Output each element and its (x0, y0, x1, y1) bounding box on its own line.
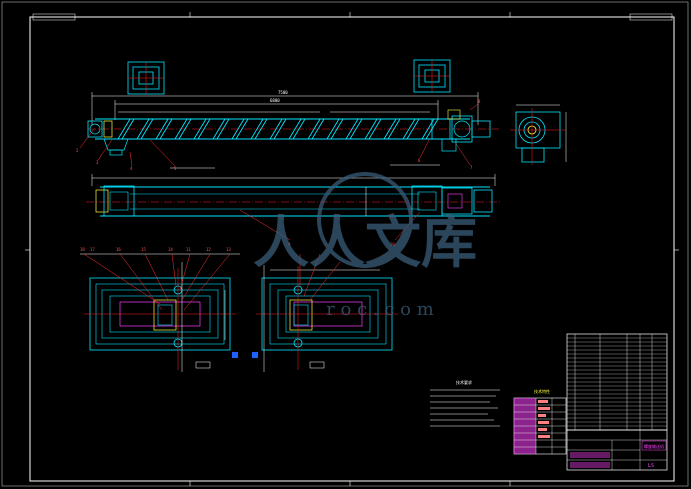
parts-list (566, 333, 668, 431)
technical-notes: 技术要求 (430, 379, 500, 427)
screw-flight (212, 118, 230, 140)
top-left-label-box (32, 13, 76, 21)
screw-flight (155, 118, 173, 140)
inner-frame (29, 16, 675, 482)
dim-overall: 7500 (278, 90, 288, 95)
svg-text:人人文库: 人人文库 (253, 210, 477, 276)
screw-flight (269, 118, 287, 140)
screw-flight (231, 118, 249, 140)
section-view-right (256, 265, 398, 372)
leaders-bottom-right (299, 253, 341, 301)
svg-text:LS: LS (648, 463, 654, 469)
svg-text:10: 10 (390, 242, 395, 247)
dimension-lines-top (91, 92, 479, 125)
end-section-view (510, 104, 567, 165)
svg-text:12: 12 (206, 247, 211, 252)
svg-text:18: 18 (80, 247, 85, 252)
svg-text:3: 3 (96, 160, 99, 165)
svg-text:14: 14 (168, 247, 173, 252)
svg-text:6: 6 (418, 158, 421, 163)
screw-flight (174, 118, 192, 140)
screw-conveyor-elevation (87, 109, 500, 156)
svg-text:9: 9 (288, 242, 291, 247)
leaders-bottom-left (83, 253, 231, 311)
svg-text:17: 17 (90, 247, 95, 252)
svg-text:11: 11 (186, 247, 191, 252)
screw-flight (402, 118, 420, 140)
datum-box-right (309, 361, 325, 369)
screw-flight (345, 118, 363, 140)
inlet-detail-right (413, 59, 451, 93)
watermark: 人人文库 r o c . c o m (253, 172, 477, 320)
screw-flight (193, 118, 211, 140)
svg-text:2: 2 (76, 148, 79, 153)
datum-box-left (195, 361, 211, 369)
plan-view (86, 174, 500, 217)
screw-flight (326, 118, 344, 140)
title-block: 螺旋输送机 LS (566, 429, 668, 471)
screw-flight (383, 118, 401, 140)
svg-text:15: 15 (141, 247, 146, 252)
screw-flight (136, 118, 154, 140)
screw-flight (117, 118, 135, 140)
top-right-label-box (629, 13, 673, 21)
datum-marker-left (232, 352, 238, 358)
datum-marker-mid (252, 352, 258, 358)
svg-text:13: 13 (226, 247, 231, 252)
technical-characteristics-table: 技术特性 (513, 388, 567, 455)
screw-flight (364, 118, 382, 140)
leader-lines-plan (239, 209, 421, 241)
callouts-plan: 9 10 (288, 242, 395, 247)
leader-lines-top (79, 103, 479, 167)
screw-flight (288, 118, 306, 140)
screw-flight (250, 118, 268, 140)
dim-inner: 6800 (270, 98, 280, 103)
frame-ticks (25, 12, 679, 486)
svg-text:16: 16 (116, 247, 121, 252)
svg-text:5: 5 (174, 166, 177, 171)
svg-text:r o c . c o m: r o c . c o m (326, 299, 434, 320)
screw-flight (307, 118, 325, 140)
svg-text:7: 7 (470, 165, 473, 170)
svg-text:8: 8 (478, 99, 481, 104)
svg-text:螺旋输送机: 螺旋输送机 (644, 443, 664, 449)
section-view-left (80, 253, 240, 372)
callouts-top: 2 3 4 5 6 7 8 (76, 99, 481, 171)
callouts-bottom-left: 18 17 16 15 14 11 12 13 (80, 247, 231, 252)
svg-text:4: 4 (130, 166, 133, 171)
inlet-detail-left (127, 61, 165, 95)
svg-text:技术要求: 技术要求 (456, 379, 472, 385)
svg-text:技术特性: 技术特性 (534, 388, 550, 394)
